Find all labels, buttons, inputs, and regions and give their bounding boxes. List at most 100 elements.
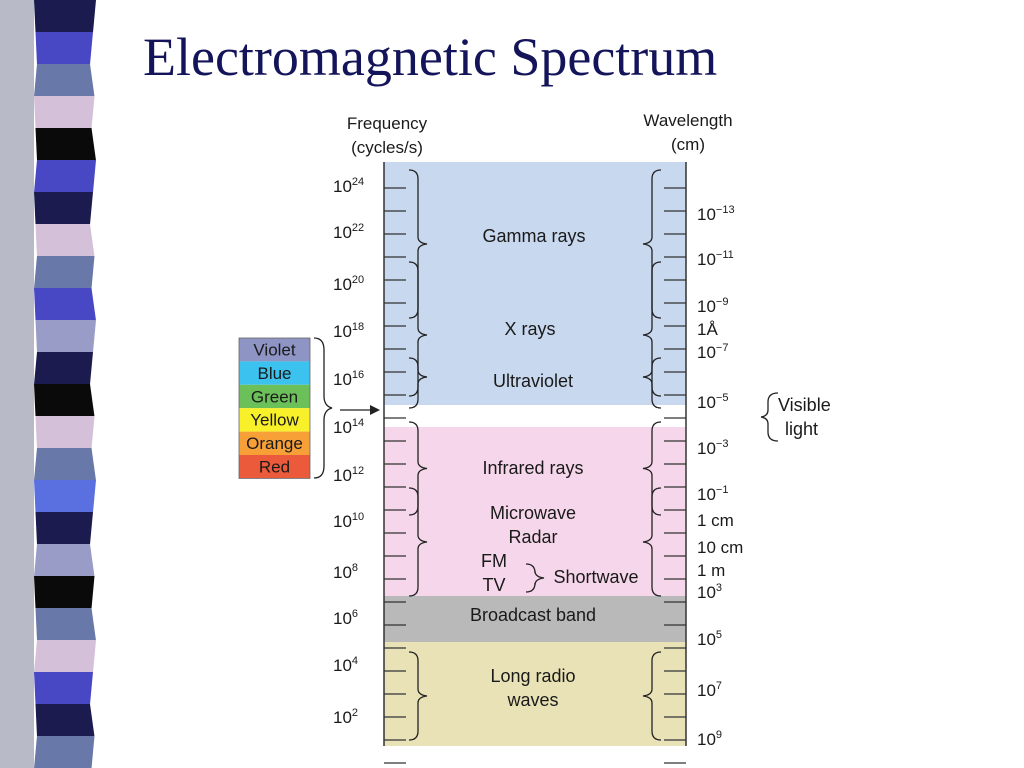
color-swatch-label: Violet [253,341,295,360]
strip-block [35,128,96,161]
wavelength-tick-label: 10−9 [697,296,728,316]
visible-light-brace [760,392,779,442]
wavelength-tick-label: 10−7 [697,342,728,362]
color-swatch-label: Red [259,458,290,477]
frequency-tick-label: 1024 [333,176,364,196]
region-brace [525,563,545,593]
tick-marks [384,187,686,764]
strip-block [34,672,93,705]
band-broadcast [384,596,686,642]
frequency-tick-label: 1014 [333,417,364,437]
strip-block [35,608,96,641]
region-long-radio: Long radio [490,666,575,686]
wavelength-tick-label: 107 [697,680,722,700]
region-brace [642,651,662,741]
region-waves: waves [506,690,558,710]
wavelength-tick-label: 10−13 [697,204,735,224]
strip-block [35,704,95,737]
region-broadcast-band: Broadcast band [470,605,596,625]
region-microwave: Microwave [490,503,576,523]
strip-block [35,320,96,353]
color-swatch [239,384,310,409]
strip-block [35,224,95,257]
strip-block [34,64,95,97]
strip-block [34,576,95,609]
band-gamma-to-uv [384,162,686,405]
wavelength-tick-label: 103 [697,582,722,602]
color-swatch [239,338,310,362]
frequency-header-line1: Frequency [347,114,428,133]
region-brace [642,357,662,397]
wavelength-tick-label: 10−1 [697,484,728,504]
strip-block [34,160,96,193]
wavelength-tick-label: 1 cm [697,511,734,530]
frequency-tick-label: 1010 [333,511,364,531]
strip-block [34,288,96,321]
color-swatch [239,431,310,455]
frequency-tick-label: 1012 [333,465,364,485]
strip-block [35,32,93,65]
frequency-tick-label: 1018 [333,321,364,341]
strip-block [35,512,93,545]
color-swatch-label: Green [251,387,298,406]
band-long-radio [384,642,686,746]
visible-light-label-line2: light [785,419,818,439]
color-swatch [239,455,310,479]
color-swatch-label: Yellow [250,411,299,430]
strip-block [34,352,93,385]
frequency-header-line2: (cycles/s) [351,138,423,157]
region-brace [642,261,662,409]
wavelength-tick-label: 109 [697,729,722,749]
wavelength-tick-label: 10−11 [697,249,734,269]
region-shortwave: Shortwave [553,567,638,587]
frequency-tick-label: 102 [333,707,358,727]
frequency-tick-labels: 1024102210201018101610141012101010810610… [333,176,364,727]
region-gamma-rays: Gamma rays [482,226,585,246]
frequency-tick-label: 104 [333,655,358,675]
color-swatch [239,361,310,385]
wavelength-header-line1: Wavelength [643,111,732,130]
strip-block [34,544,95,577]
wavelength-header-line2: (cm) [671,135,705,154]
visible-arrow-head [370,405,380,415]
color-swatch [239,408,310,432]
strip-block [34,256,95,289]
frequency-tick-label: 1022 [333,222,364,242]
color-swatch-label: Blue [257,364,291,383]
region-infrared-rays: Infrared rays [482,458,583,478]
region-x-rays: X rays [504,319,555,339]
strip-block [34,0,96,33]
band-infrared-to-tv [384,427,686,596]
wavelength-tick-label: 1Å [697,320,718,339]
strip-block [35,416,95,449]
region-brace [408,261,428,409]
region-brace [408,357,428,397]
strip-left-edge [0,0,34,768]
wavelength-tick-label: 10 cm [697,538,743,557]
strip-block [34,384,95,417]
wavelength-tick-label: 10−3 [697,438,728,458]
region-tv: TV [482,575,505,595]
wavelength-tick-label: 1 m [697,561,725,580]
strip-block [34,448,96,481]
wavelength-tick-labels: 10−13 10−11 10−9 1Å 10−7 10−5 10−3 10−1 1 cm 10 c… [697,204,743,749]
region-ultraviolet: Ultraviolet [493,371,573,391]
strip-block [34,96,95,129]
slide-title: Electromagnetic Spectrum [143,27,718,87]
strip-block [34,480,96,513]
color-legend-border [238,337,311,479]
frequency-tick-label: 106 [333,608,358,628]
range-braces [408,169,662,741]
wavelength-tick-label: 105 [697,629,722,649]
color-swatch-label: Orange [246,434,303,453]
region-fm: FM [481,551,507,571]
visible-colors-brace [313,337,333,479]
region-brace [408,487,428,597]
region-brace [642,487,662,597]
wavelength-tick-label: 10−5 [697,392,728,412]
frequency-tick-label: 1020 [333,274,364,294]
decorative-side-strip [0,0,120,768]
region-brace [408,651,428,741]
